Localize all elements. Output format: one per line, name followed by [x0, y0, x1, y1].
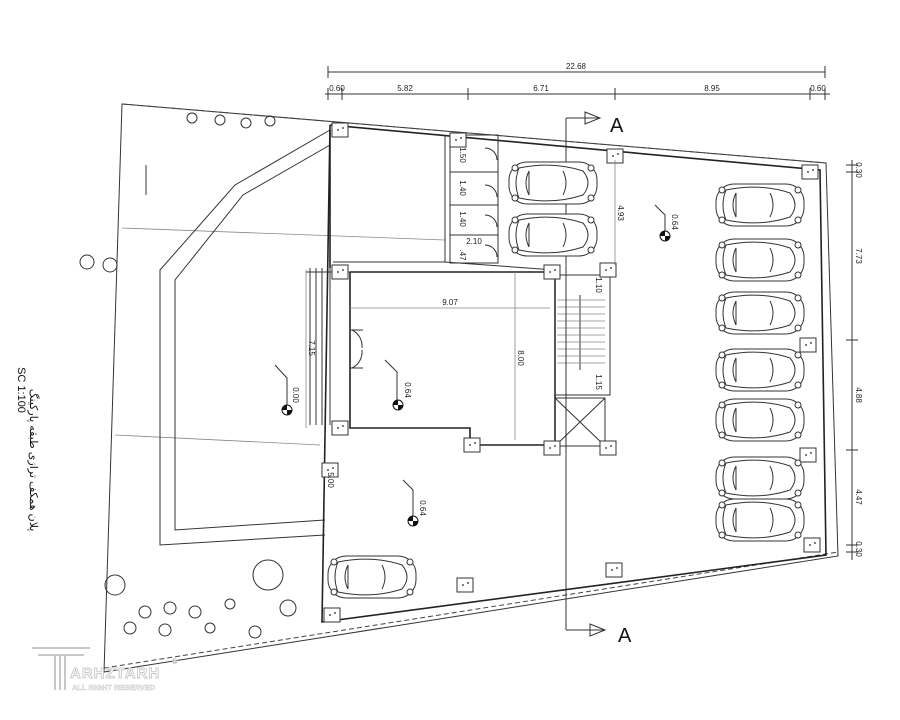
stair-top-dim: 1.10: [594, 277, 603, 293]
dim-segment-4: 8.95: [704, 84, 720, 93]
storage-rooms: 1.50 1.40 1.40 2.10 .47: [449, 134, 499, 264]
level-marker-hall: 0.64: [384, 359, 412, 411]
dim-segment-5: 0.60: [810, 84, 826, 93]
right-dim-4: 4.47: [854, 489, 863, 505]
elevator: [554, 397, 606, 447]
right-dim-3: 4.88: [854, 387, 863, 403]
dim-segment-1: 0.60: [329, 84, 345, 93]
storage-dim-1: 1.50: [458, 147, 467, 163]
dim-segment-2: 5.82: [397, 84, 413, 93]
right-dim-1: 0.30: [854, 162, 863, 178]
stair-bottom-dim: 1.15: [594, 374, 603, 390]
main-hall: 9.07 8.00 7.15: [305, 268, 556, 446]
storage-dim-3: 1.40: [458, 211, 467, 227]
storage-dim-2: 1.40: [458, 180, 467, 196]
drawing-title: پلان همکف ترازی طبقه پارکینگ: [27, 389, 40, 532]
site-boundary: [103, 103, 839, 673]
watermark-rights: ALL RIGHT RESERVED: [72, 683, 156, 692]
landscape-trees: [79, 112, 297, 639]
right-dim-2: 7.73: [854, 248, 863, 264]
overall-width-label: 22.68: [566, 62, 587, 71]
level-label: 0.64: [403, 382, 412, 398]
watermark-brand: ARHZTARH: [70, 665, 160, 682]
dim-segment-3: 6.71: [533, 84, 549, 93]
right-dim-5: 0.30: [854, 541, 863, 557]
steps-length-dim: 7.15: [307, 340, 316, 356]
hall-depth-dim: 8.00: [516, 350, 525, 366]
storage-width-dim: 2.10: [466, 237, 482, 246]
level-marker-parking-lower: 0.64: [402, 479, 427, 527]
level-marker-entrance: 0.00: [274, 364, 300, 416]
level-label: 0.64: [670, 214, 679, 230]
hall-width-dim: 9.07: [442, 298, 458, 307]
right-dimension-line: 0.30 7.73 4.88 4.47 0.30: [846, 160, 863, 560]
storage-dim-4: .47: [458, 249, 467, 261]
parking-depth-dim: 4.93: [616, 205, 625, 221]
section-label-bottom: A: [618, 625, 632, 647]
watermark-logo: ARHZTARH ® ALL RIGHT RESERVED: [32, 647, 178, 692]
building-outline: [321, 124, 827, 623]
section-label-top: A: [610, 115, 624, 137]
top-dimension-line: 22.68 0.60 5.82 6.71 8.95 0.60: [325, 62, 830, 100]
watermark-registered: ®: [172, 657, 178, 666]
lower-depth-dim: 5.00: [326, 472, 335, 488]
drawing-scale: SC 1:100: [15, 367, 27, 413]
level-label: 0.64: [418, 500, 427, 516]
level-marker-parking-right: 0.64: [654, 204, 679, 242]
level-label: 0.00: [291, 387, 300, 403]
stair-core: 1.10 1.15: [554, 274, 611, 447]
